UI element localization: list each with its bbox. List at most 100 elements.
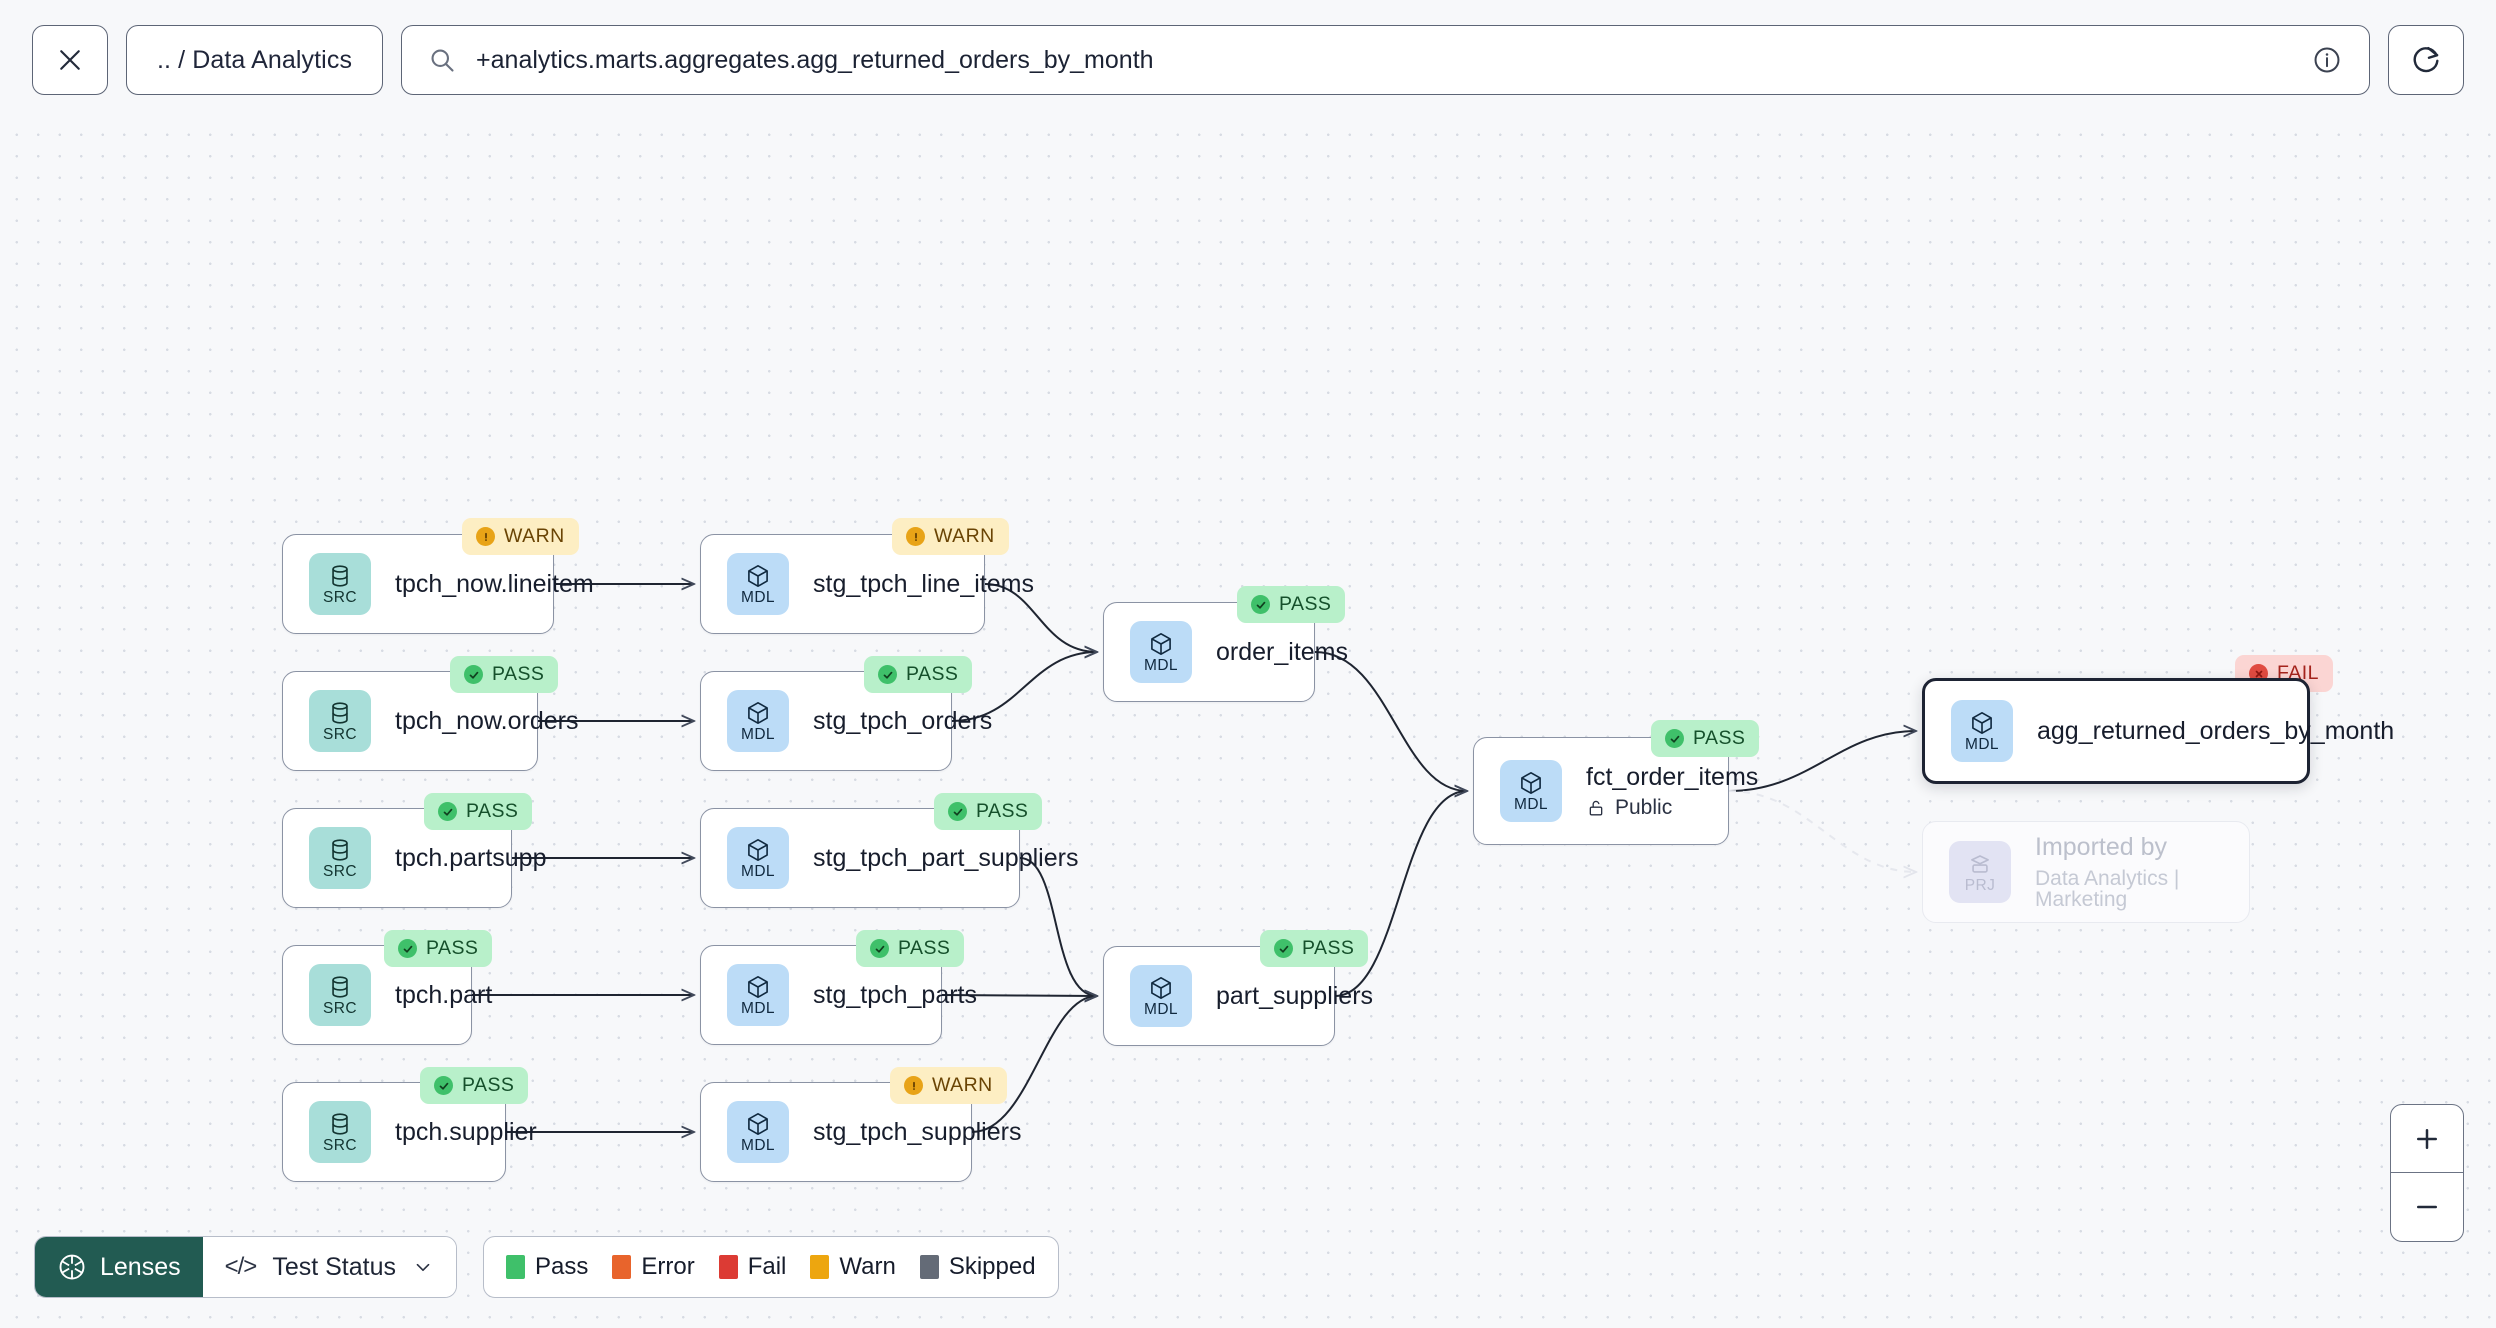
status-pass-icon (878, 665, 897, 684)
status-badge-order_items[interactable]: PASS (1237, 586, 1346, 623)
legend-label: Skipped (948, 1253, 1036, 1280)
node-kind-label: MDL (1514, 795, 1548, 813)
zoom-in-button[interactable] (2391, 1105, 2463, 1173)
status-badge-part_suppliers[interactable]: PASS (1260, 930, 1369, 967)
node-text-wrap: tpch_now.orders (395, 706, 579, 735)
legend-item-fail[interactable]: Fail (718, 1253, 787, 1281)
check-icon (403, 945, 412, 953)
node-title: tpch_now.orders (395, 706, 579, 735)
status-pass-icon (464, 665, 483, 684)
node-kind-badge-mdl: MDL (1130, 621, 1192, 683)
status-badge-fct_order_items[interactable]: PASS (1651, 720, 1760, 757)
lineage-node-agg_returned_orders[interactable]: MDL agg_returned_orders_by_month (1922, 678, 2394, 784)
status-pass-icon (948, 802, 967, 821)
close-button[interactable] (32, 25, 108, 95)
status-badge-label: WARN (504, 525, 565, 547)
node-kind-badge-src: SRC (309, 827, 371, 889)
status-badge-stg_tpch_suppliers[interactable]: WARN (890, 1067, 1007, 1104)
node-kind-label: MDL (1965, 735, 1999, 753)
node-kind-badge-src: SRC (309, 1101, 371, 1163)
status-badge-label: PASS (426, 937, 479, 959)
node-kind-label: SRC (323, 1136, 357, 1154)
node-title: stg_tpch_line_items (813, 569, 1034, 598)
status-pass-icon (1274, 939, 1293, 958)
node-subtitle-label: Public (1615, 796, 1673, 820)
cube-icon (1972, 711, 1992, 734)
node-text-wrap: agg_returned_orders_by_month (2037, 718, 2394, 745)
info-icon[interactable] (2311, 44, 2343, 76)
node-title: stg_tpch_suppliers (813, 1117, 1022, 1146)
test-status-label: Test Status (272, 1252, 396, 1281)
node-kind-badge-mdl: MDL (727, 1101, 789, 1163)
node-kind-label: SRC (323, 999, 357, 1017)
status-badge-stg_tpch_orders[interactable]: PASS (864, 656, 973, 693)
search-icon (431, 49, 454, 72)
node-text-wrap: order_items (1216, 637, 1348, 666)
refresh-button[interactable] (2388, 25, 2464, 95)
cube-icon (1151, 632, 1171, 655)
cube-icon (748, 701, 768, 724)
database-icon (332, 839, 348, 861)
node-kind-badge-mdl: MDL (1500, 760, 1562, 822)
status-pass-icon (438, 802, 457, 821)
plus-icon (2417, 1128, 2437, 1149)
database-icon (332, 976, 348, 998)
lineage-node-stg_tpch_suppliers[interactable]: MDL stg_tpch_suppliers (700, 1082, 1022, 1182)
unlock-icon (1589, 800, 1603, 816)
node-title: tpch.supplier (395, 1117, 537, 1146)
node-kind-badge-prj: PRJ (1949, 841, 2011, 903)
status-badge-tpch_now_lineitem[interactable]: WARN (462, 518, 579, 555)
node-text-wrap: stg_tpch_orders (813, 708, 992, 735)
lineage-node-tpch_supplier[interactable]: SRC tpch.supplier (282, 1082, 537, 1182)
status-badge-label: PASS (462, 1074, 515, 1096)
check-icon (883, 671, 892, 679)
node-kind-badge-mdl: MDL (727, 964, 789, 1026)
breadcrumb[interactable]: .. / Data Analytics (126, 25, 384, 95)
status-badge-stg_tpch_line_items[interactable]: WARN (892, 518, 1009, 555)
node-title: order_items (1216, 637, 1348, 666)
legend-swatch-skipped (919, 1255, 939, 1279)
status-pass-icon (1251, 595, 1270, 614)
legend-item-skipped[interactable]: Skipped (919, 1253, 1036, 1281)
test-status-dropdown[interactable]: </> Test Status (202, 1237, 456, 1297)
status-badge-stg_tpch_parts[interactable]: PASS (856, 930, 965, 967)
cube-icon (1151, 976, 1171, 999)
search-input[interactable]: +analytics.marts.aggregates.agg_returned… (401, 25, 2370, 95)
status-badge-tpch_part[interactable]: PASS (384, 930, 493, 967)
code-icon: </> (224, 1253, 258, 1280)
status-badge-stg_tpch_part_suppliers[interactable]: PASS (934, 793, 1043, 830)
node-title: fct_order_items (1586, 762, 1759, 791)
node-title: tpch.partsupp (395, 843, 547, 872)
status-badge-tpch_partsupp[interactable]: PASS (424, 793, 533, 830)
legend-swatch-pass (506, 1255, 525, 1279)
legend-item-warn[interactable]: Warn (810, 1253, 896, 1281)
check-icon (953, 808, 962, 816)
status-badge-tpch_now_orders[interactable]: PASS (450, 656, 559, 693)
status-pass-icon (398, 939, 417, 958)
lenses-button[interactable]: Lenses (35, 1237, 203, 1297)
node-text-wrap: tpch.supplier (395, 1117, 537, 1146)
zoom-out-button[interactable] (2391, 1173, 2463, 1241)
legend-item-pass[interactable]: Pass (506, 1253, 588, 1281)
node-kind-label: MDL (1144, 1000, 1178, 1018)
node-title: stg_tpch_part_suppliers (813, 843, 1079, 872)
node-kind-badge-mdl: MDL (727, 827, 789, 889)
legend-item-error[interactable]: Error (612, 1253, 695, 1281)
lineage-edges (472, 120, 2496, 1328)
cube-icon (748, 975, 768, 998)
database-icon (332, 1113, 348, 1135)
node-kind-badge-src: SRC (309, 690, 371, 752)
legend-swatch-warn (810, 1255, 830, 1279)
status-badge-tpch_supplier[interactable]: PASS (420, 1067, 529, 1104)
node-title: part_suppliers (1216, 981, 1374, 1010)
legend-label: Warn (839, 1253, 896, 1280)
lenses-group: Lenses </> Test Status (34, 1236, 457, 1298)
lineage-node-tpch_now_orders[interactable]: SRC tpch_now.orders (282, 671, 579, 771)
legend-label: Pass (535, 1253, 589, 1280)
node-text-wrap: fct_order_items Public (1586, 762, 1759, 820)
legend-label: Fail (747, 1253, 787, 1280)
check-icon (1670, 735, 1679, 743)
